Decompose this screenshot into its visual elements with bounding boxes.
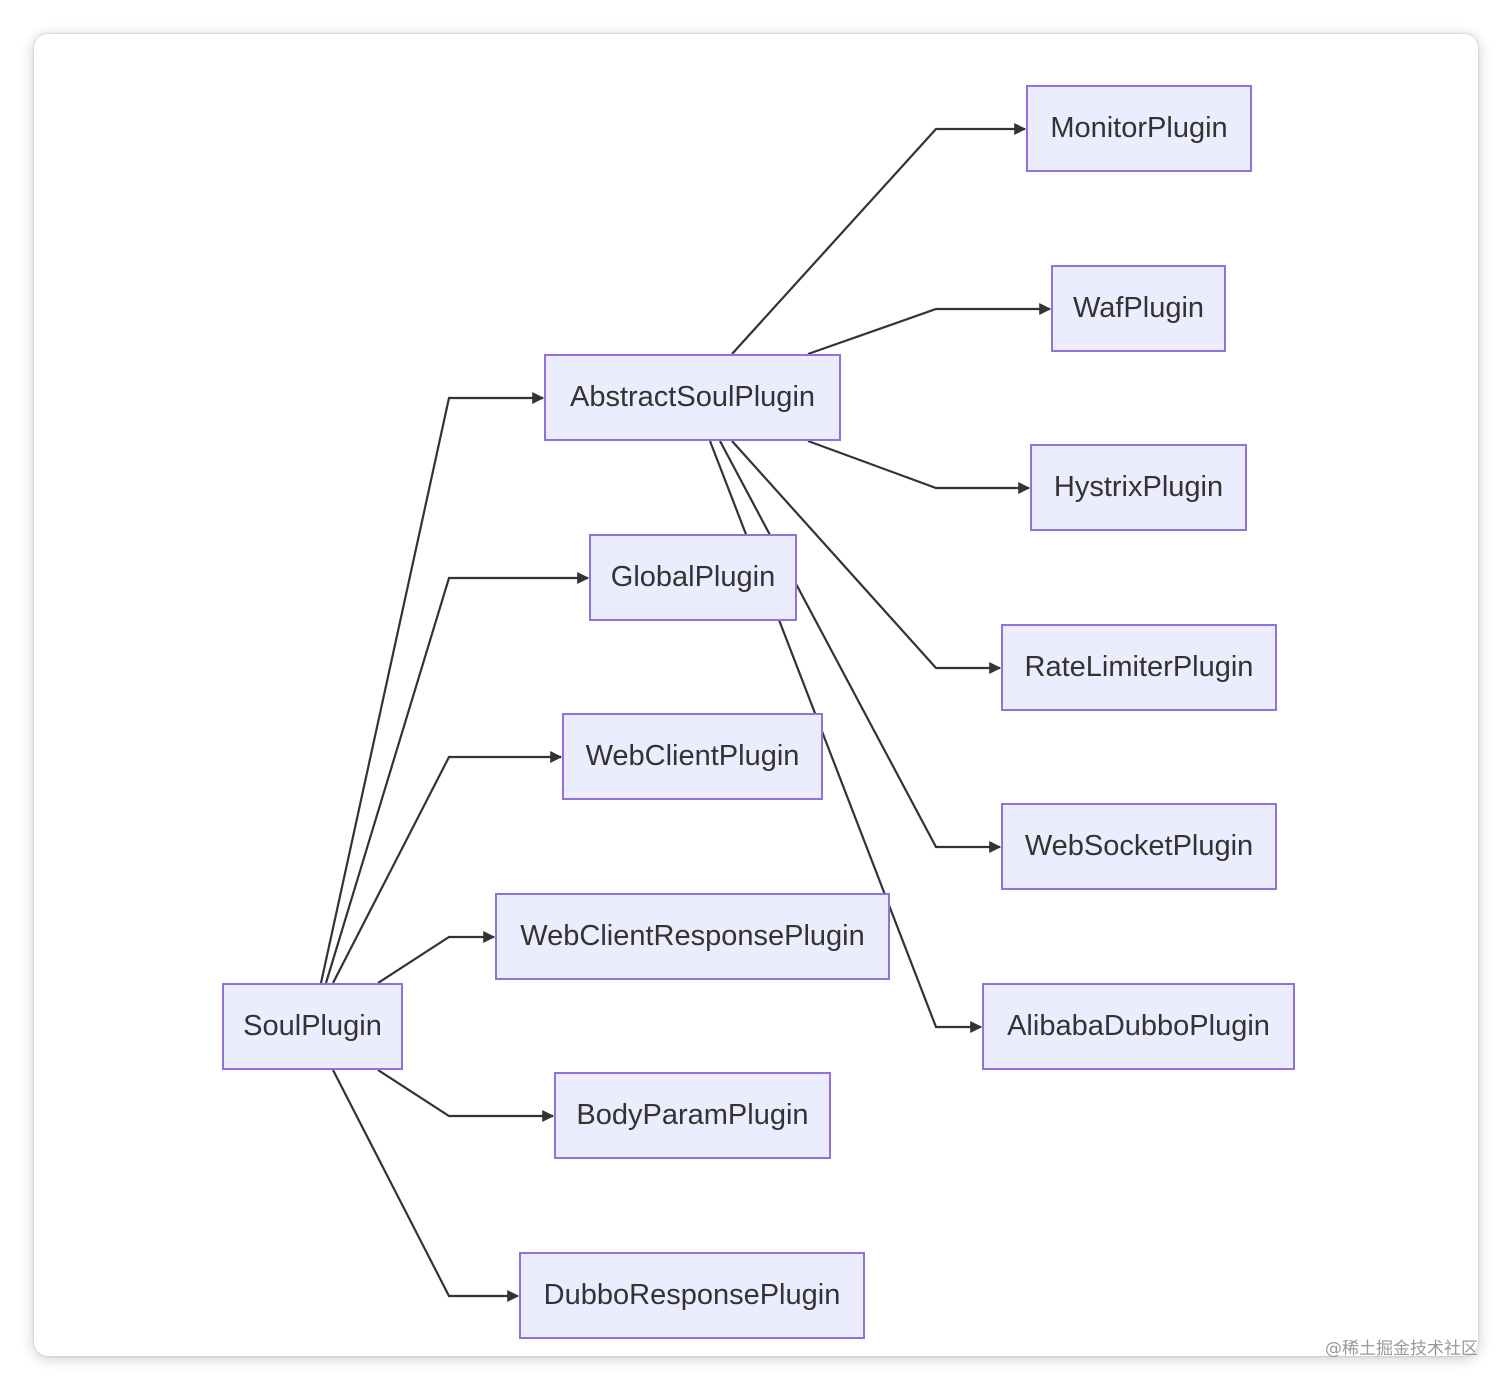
node-monitor-plugin: MonitorPlugin	[1026, 85, 1252, 172]
edge-soul-webclient	[332, 751, 563, 984]
node-soul-plugin: SoulPlugin	[222, 983, 403, 1070]
node-waf-plugin: WafPlugin	[1051, 265, 1226, 352]
node-abstract-soul-plugin: AbstractSoulPlugin	[544, 354, 841, 441]
node-dubbo-response-plugin: DubboResponsePlugin	[519, 1252, 865, 1339]
edge-abstract-alibaba	[708, 440, 983, 1033]
node-body-param-plugin: BodyParamPlugin	[554, 1072, 831, 1159]
node-alibaba-dubbo-plugin: AlibabaDubboPlugin	[982, 983, 1295, 1070]
edge-soul-wcresponse	[377, 931, 496, 984]
node-web-client-response-plugin: WebClientResponsePlugin	[495, 893, 890, 980]
edge-soul-dubboresp	[332, 1069, 520, 1302]
edge-abstract-ratelimiter	[731, 440, 1002, 674]
node-hystrix-plugin: HystrixPlugin	[1030, 444, 1247, 531]
edge-soul-abstract	[319, 392, 545, 984]
node-web-client-plugin: WebClientPlugin	[562, 713, 823, 800]
edge-abstract-hystrix	[807, 439, 1031, 494]
node-rate-limiter-plugin: RateLimiterPlugin	[1001, 624, 1277, 711]
watermark: @稀土掘金技术社区	[1325, 1339, 1478, 1359]
edge-soul-bodyparam	[377, 1069, 555, 1122]
edge-abstract-waf	[807, 303, 1052, 356]
node-web-socket-plugin: WebSocketPlugin	[1001, 803, 1277, 890]
edge-abstract-monitor	[731, 123, 1027, 355]
edge-soul-global	[324, 572, 590, 984]
node-global-plugin: GlobalPlugin	[589, 534, 797, 621]
